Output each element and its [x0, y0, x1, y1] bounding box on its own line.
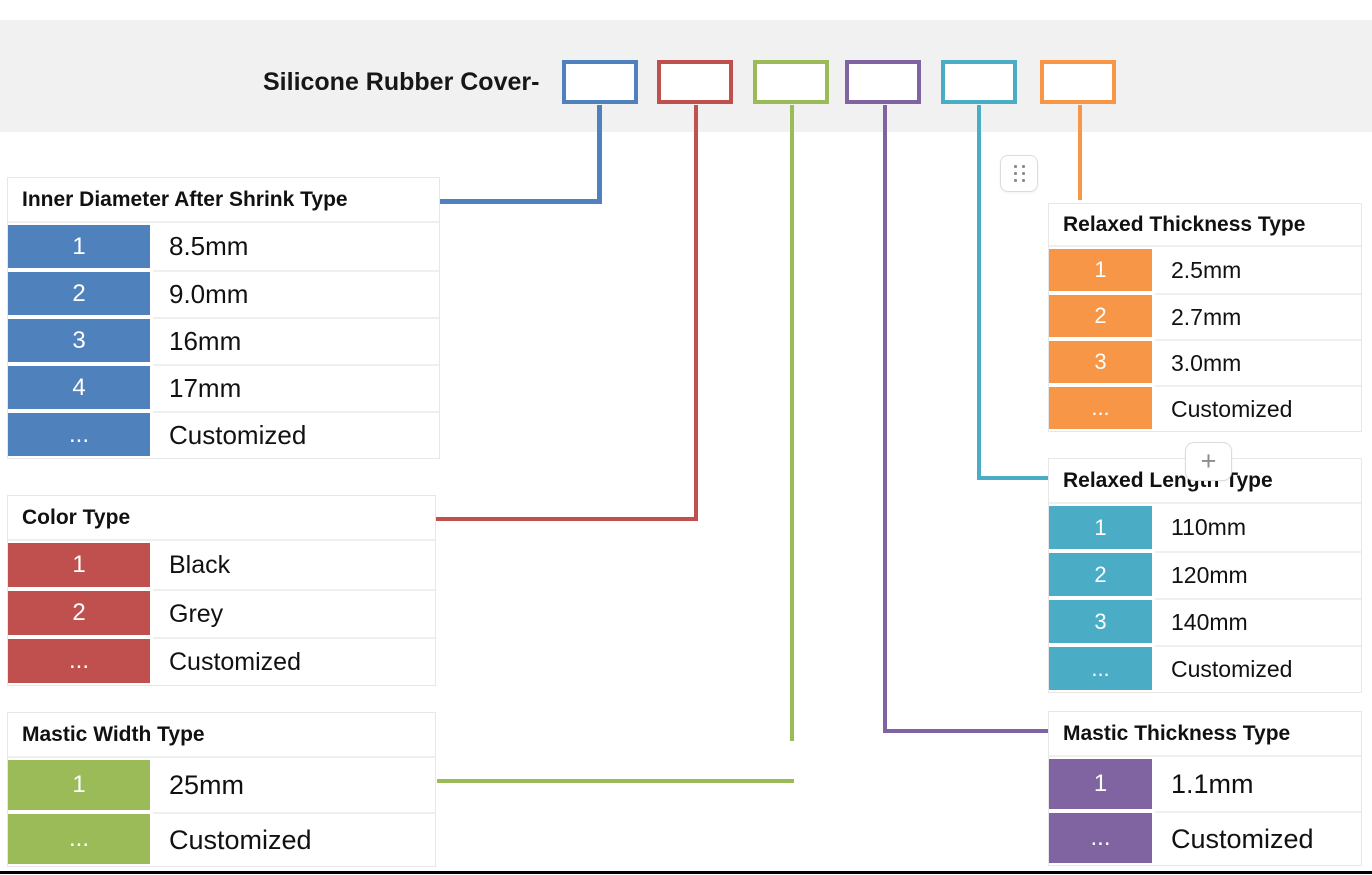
connector-red-horizontal [436, 517, 698, 521]
option-value-cell: Customized [153, 812, 435, 866]
option-code-cell: 4 [8, 366, 150, 409]
option-value-cell: Grey [153, 589, 435, 637]
option-code-cell: ... [1049, 387, 1152, 429]
table-title: Inner Diameter After Shrink Type [8, 178, 439, 223]
connector-blue-horizontal [440, 199, 602, 204]
table-row: 1 1.1mm [1049, 757, 1361, 811]
table-row: 1 2.5mm [1049, 247, 1361, 293]
grip-dots-icon [1013, 165, 1025, 182]
option-code-cell: ... [1049, 647, 1152, 690]
code-box-relaxed-thickness [1040, 60, 1116, 104]
option-code-cell: 1 [8, 225, 150, 268]
connector-blue-vertical [597, 105, 602, 202]
table-row: 1 25mm [8, 758, 435, 812]
add-block-button[interactable]: + [1185, 442, 1232, 481]
table-row: ...Customized [8, 411, 439, 458]
connector-green-vertical [790, 105, 794, 741]
option-value-cell: 17mm [153, 364, 439, 411]
product-title: Silicone Rubber Cover- [263, 68, 540, 96]
option-value-cell: Black [169, 550, 231, 579]
table-row: 1 110mm [1049, 504, 1361, 551]
code-box-mastic-width [753, 60, 829, 104]
option-value-cell: 8.5mm [169, 231, 249, 261]
option-code-cell: 2 [1049, 553, 1152, 596]
option-code-cell: 3 [1049, 341, 1152, 383]
option-code-cell: ... [8, 639, 150, 683]
option-value-cell: 110mm [1171, 514, 1246, 540]
option-value-cell: 1.1mm [1171, 768, 1254, 799]
option-value-cell: Customized [1155, 645, 1361, 692]
connector-orange-vertical [1078, 105, 1082, 200]
option-code-cell: 3 [8, 319, 150, 362]
inner-diameter-table: Inner Diameter After Shrink Type 1 8.5mm 2… [7, 177, 440, 459]
table-title: Mastic Width Type [8, 713, 435, 758]
connector-purple-horizontal [883, 729, 1048, 733]
code-box-relaxed-length [941, 60, 1017, 104]
option-value-cell: 9.0mm [153, 270, 439, 317]
table-row: 1 8.5mm [8, 223, 439, 270]
drag-handle-button[interactable] [1000, 155, 1038, 192]
option-code-cell: ... [8, 413, 150, 456]
option-value-cell: 120mm [1155, 551, 1361, 598]
option-code-cell: 2 [8, 272, 150, 315]
option-code-cell: 1 [8, 760, 150, 810]
option-value-cell: 2.7mm [1155, 293, 1361, 339]
table-row: ...Customized [1049, 385, 1361, 431]
option-value-cell: Customized [1155, 385, 1361, 431]
code-box-color [657, 60, 733, 104]
code-box-inner-diameter [562, 60, 638, 104]
option-value-cell: Customized [153, 411, 439, 458]
option-value-cell: 2.5mm [1171, 256, 1242, 283]
option-value-cell: 3.0mm [1155, 339, 1361, 385]
option-code-cell: 1 [8, 543, 150, 587]
option-value-cell: Customized [153, 637, 435, 685]
connector-teal-vertical [977, 105, 981, 480]
option-code-cell: 2 [1049, 295, 1152, 337]
table-row: ...Customized [1049, 645, 1361, 692]
connector-green-horizontal [437, 779, 794, 783]
option-code-cell: ... [8, 814, 150, 864]
option-code-cell: 3 [1049, 600, 1152, 643]
table-row: ...Customized [8, 637, 435, 685]
bottom-divider [0, 871, 1372, 874]
connector-purple-vertical [883, 105, 887, 733]
code-box-mastic-thickness [845, 60, 921, 104]
option-value-cell: Customized [1155, 811, 1361, 865]
option-code-cell: 1 [1049, 506, 1152, 549]
connector-teal-horizontal [977, 476, 1048, 480]
table-row: ...Customized [1049, 811, 1361, 865]
option-code-cell: 1 [1049, 759, 1152, 809]
table-title: Relaxed Thickness Type [1049, 204, 1361, 247]
option-code-cell: 1 [1049, 249, 1152, 291]
option-code-cell: ... [1049, 813, 1152, 863]
table-title: Color Type [8, 496, 435, 541]
table-row: 1 Black [8, 541, 435, 589]
option-value-cell: 25mm [169, 769, 245, 800]
option-code-cell: 2 [8, 591, 150, 635]
table-row: ...Customized [8, 812, 435, 866]
table-title: Mastic Thickness Type [1049, 712, 1361, 757]
option-value-cell: 140mm [1155, 598, 1361, 645]
connector-red-vertical [694, 105, 698, 520]
option-value-cell: 16mm [153, 317, 439, 364]
